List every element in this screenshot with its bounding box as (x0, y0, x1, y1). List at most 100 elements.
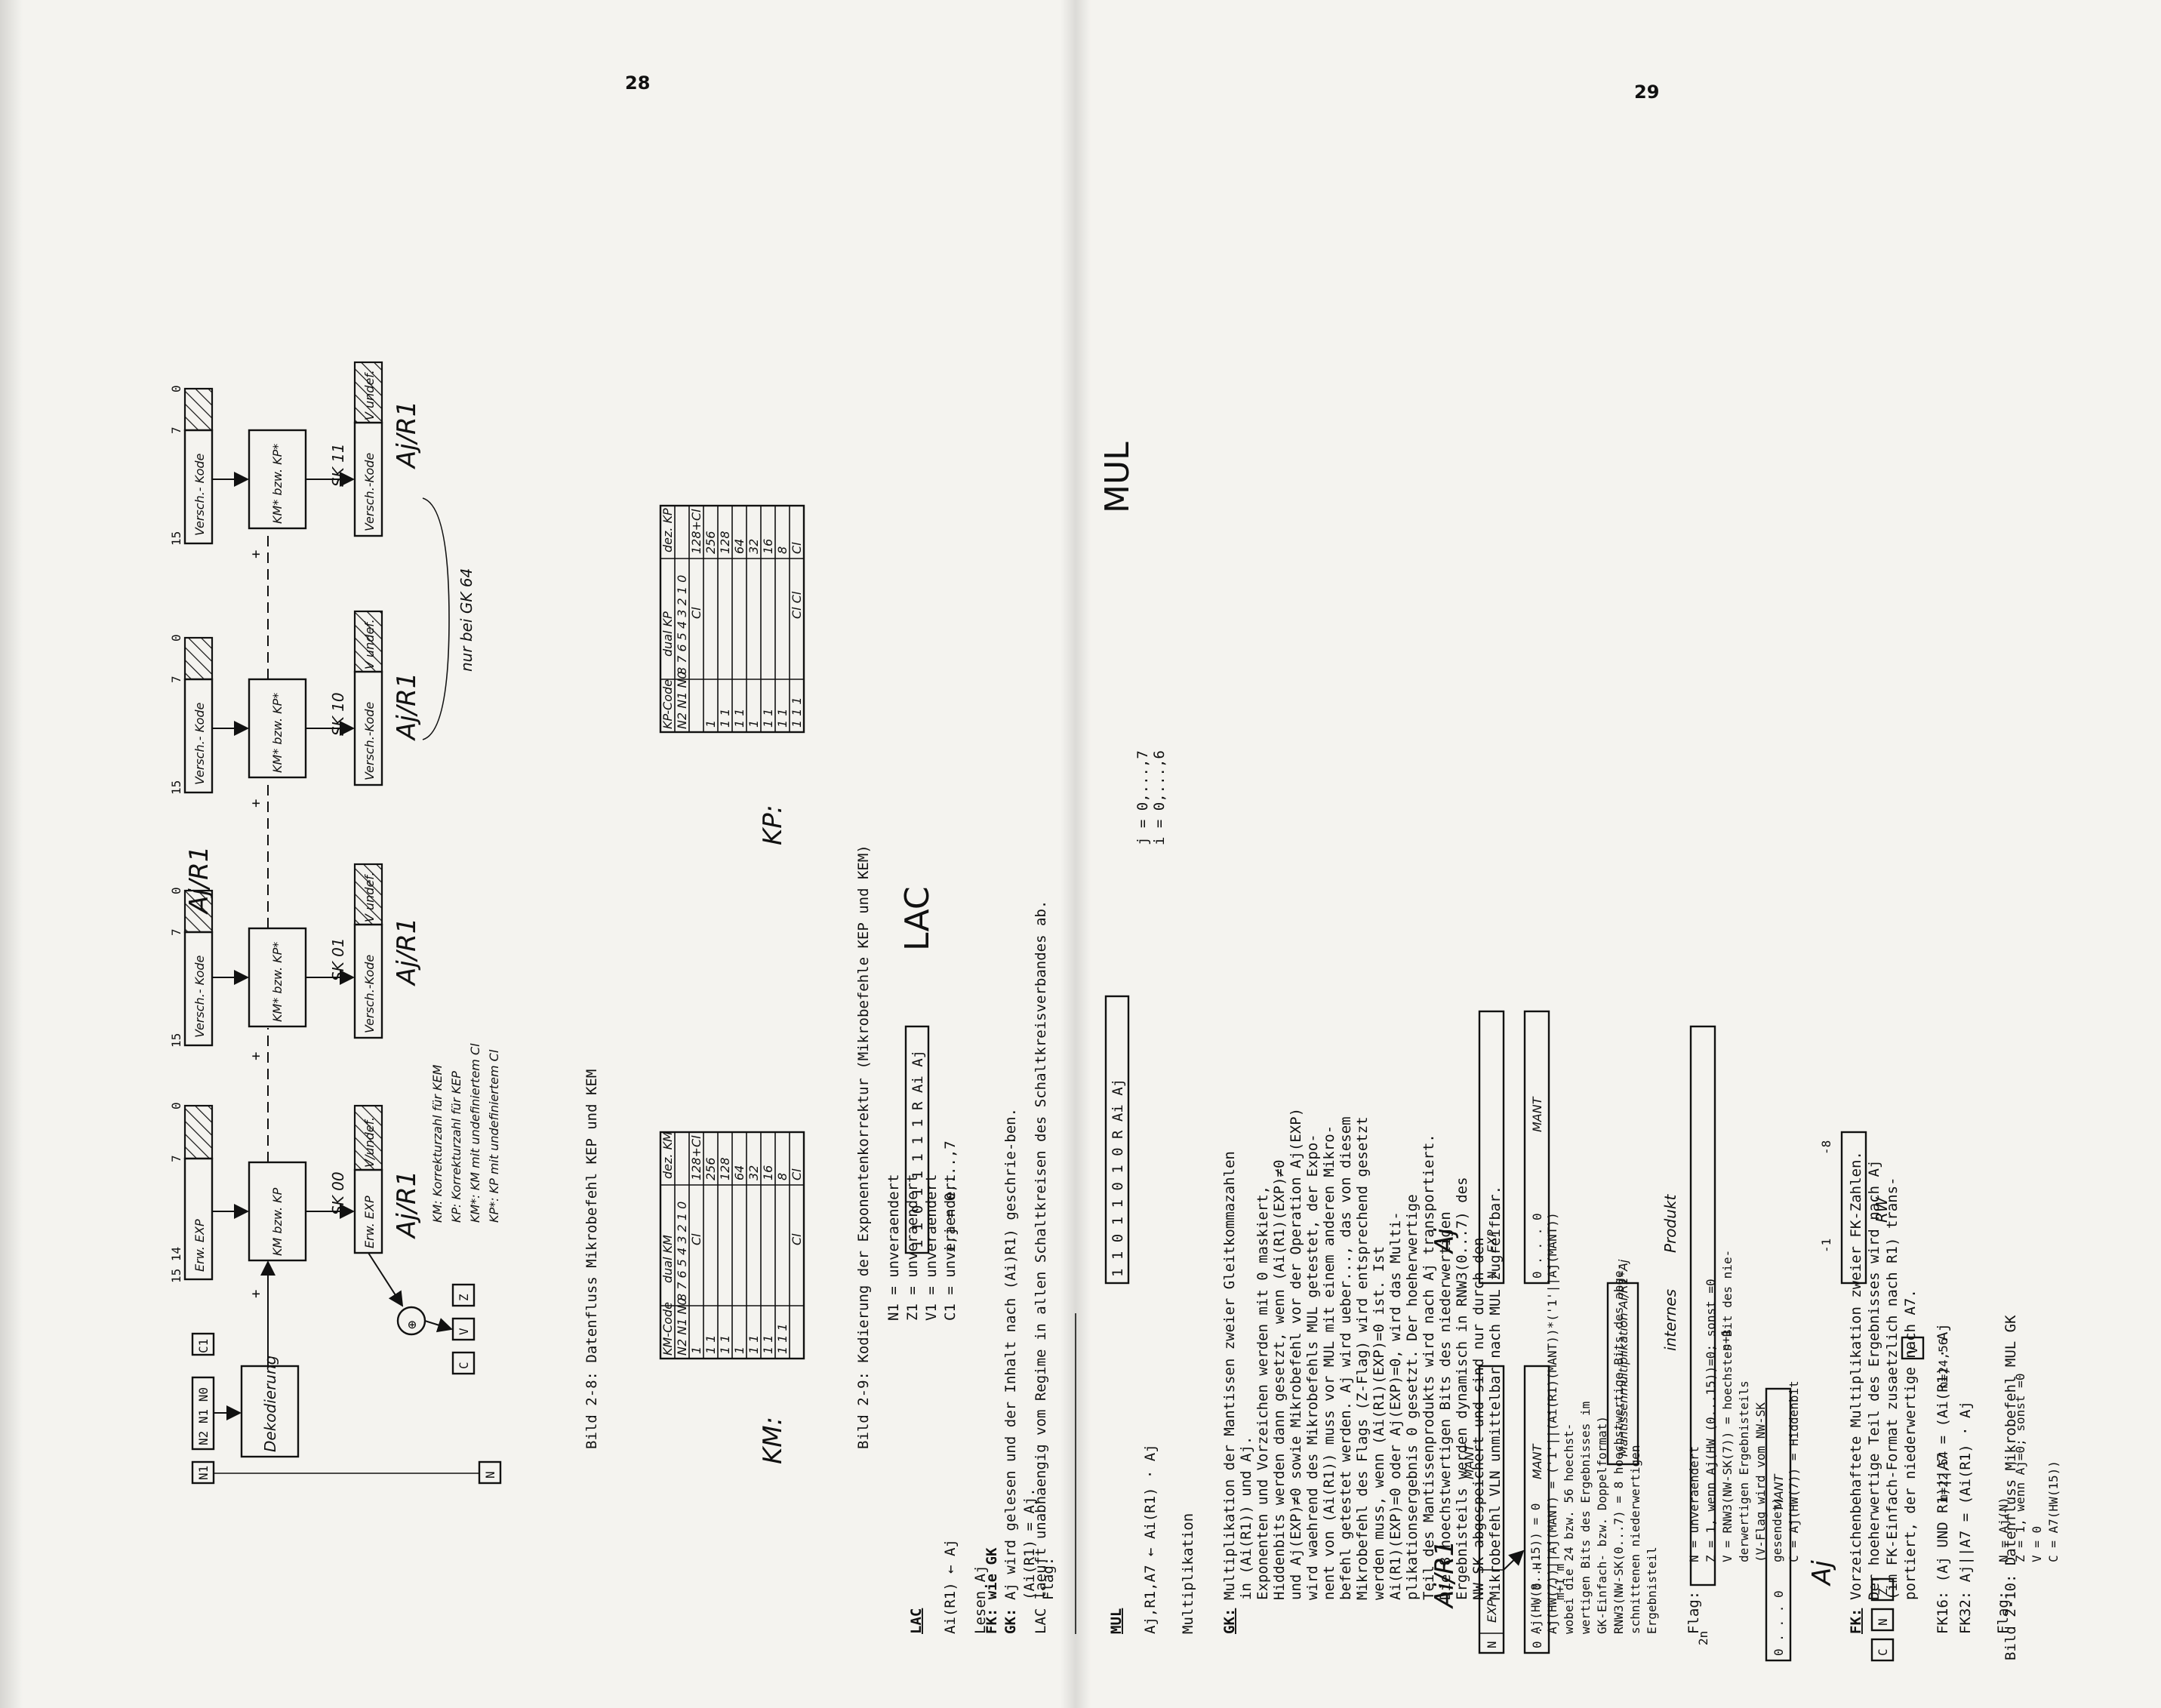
mul-gk-line: und Aj(EXP)≠0 sowie Mikrobefehl vor der … (1288, 1108, 1304, 1600)
km-h-dual: dual KM (660, 1235, 675, 1283)
page-number-left: 28 (625, 72, 651, 94)
aj-result-mant: MANT (1772, 1473, 1786, 1510)
right-page-rotated: MUL 1 1 0 1 1 0 1 0 R Ai Aj MUL Aj,R1,A7… (1079, 211, 2144, 1676)
b3-bottom-field: Versch.-Kode (362, 453, 377, 531)
lac-code: 1 1 0 1 1 1 1 1 R Ai Aj (910, 1050, 926, 1248)
table-row-code: 1 (689, 1346, 703, 1354)
b0-plus: + (248, 1290, 264, 1298)
mul-gk-line: Mikrobefehl VLN unmittelbar nach MUL zug… (1487, 1186, 1504, 1600)
mul-gk-head: GK: (1221, 1608, 1238, 1634)
table-row-code: 1 1 (703, 1335, 718, 1354)
mul-fk32: FK32: Aj||A7 = (Ai(R1) ⋅ Aj (1957, 1401, 1974, 1634)
table-row-dez: 128+Cl (689, 509, 703, 554)
mul-eq-line: Ergebnisteil (1645, 1546, 1659, 1634)
b1-bit7: 7 (169, 928, 183, 936)
b3-sk: SK 11 (329, 443, 347, 487)
kp-h-code: KP-Code (660, 679, 675, 729)
figure-2-9: KM: KM-Code dual KM dez. KM N2 N1 N0 8 7… (659, 504, 805, 1464)
mul-fk-head: FK: (1848, 1608, 1864, 1634)
b0-km: KM bzw. KP (270, 1187, 285, 1256)
table-row-dez: 64 (732, 539, 746, 554)
oplus-symbol: ⊕ (404, 1321, 420, 1329)
b1-plus: + (248, 1052, 264, 1060)
flag-n-bottom: N (483, 1471, 497, 1479)
table-row-code: 1 (732, 1346, 746, 1354)
lac-transfer: Ai(R1) ← Aj (942, 1539, 959, 1634)
rw-label: RW (1873, 1196, 1891, 1223)
lac-flag-list: N1 = unveraendert Z1 = unveraendert V1 =… (885, 900, 1076, 1634)
lac-big: LAC (898, 886, 937, 951)
b0-sk: SK 00 (329, 1171, 347, 1215)
label-minus1: -1 (1819, 1239, 1833, 1253)
lac-flag-c: C1 = unveraendert (942, 1174, 959, 1321)
table-row-code: 1 1 (746, 1335, 761, 1354)
lac-note: LAC laeuft unabhaengig vom Regime in all… (1033, 900, 1049, 1634)
kp-label: KP: (758, 805, 788, 845)
table-row-code: 1 (703, 720, 718, 728)
b2-bit15: 15 (169, 780, 183, 795)
product-register (1689, 1025, 1716, 1586)
b2-bit7: 7 (169, 676, 183, 683)
mul-transfer: Aj,R1,A7 ← Ai(R1) ⋅ Aj (1142, 1444, 1159, 1634)
ai-exp: EXP (1485, 1599, 1499, 1623)
table-row-dez: 128 (718, 1157, 732, 1180)
table-row-dez: 32 (746, 1165, 761, 1180)
table-row-code: 1 1 (718, 709, 732, 728)
lac-name: Lesen Aj (972, 1565, 989, 1634)
mul-fk-line: Vorzeichenbehaftete Multiplikation zweie… (1848, 1151, 1864, 1600)
aj-result-zero: 0 . . . 0 (1772, 1590, 1786, 1656)
b0-bit0: 0 (169, 1102, 183, 1109)
aj-exp: EXP (1485, 1229, 1499, 1253)
km-table: KM-Code dual KM dez. KM N2 N1 N0 8 7 6 5… (659, 1131, 805, 1360)
block-sk11: Versch.- Kode 15 7 0 KM* bzw. KP* + SK 1… (169, 361, 422, 679)
mul-section: MUL 1 1 0 1 1 0 1 0 R Ai Aj MUL Aj,R1,A7… (1098, 442, 2061, 1634)
km-h-dez: dez. KM (660, 1131, 675, 1179)
lac-flag: Flag: (1040, 1557, 1057, 1600)
mul-gk-line: Ergebnisteils werden dynamisch in RNW3(0… (1454, 1177, 1470, 1600)
b1-bit15: 15 (169, 1033, 183, 1048)
lac-range: i,j = 0,...,7 (942, 1140, 959, 1253)
mult-box-label: Mantissenmultiplikation Ai/R1*Aj (1616, 1259, 1630, 1457)
block-sk10: Versch.- Kode 15 7 0 KM* bzw. KP* + SK 1… (169, 610, 422, 928)
mul-gk-line: Die 8 hoechstwertigen Bits des niederwer… (1437, 1211, 1454, 1600)
mul-range1: j = 0,...,7 (1134, 750, 1151, 845)
aj-n: N (1485, 1271, 1499, 1279)
ai-mant2: MANT (1530, 1443, 1544, 1479)
b0-top-field: Erw. EXP (192, 1219, 207, 1272)
aj-zero: 0 . . . 0 (1530, 1213, 1544, 1279)
b2-km: KM* bzw. KP* (270, 693, 285, 773)
b2-bottom-hatch: V undef. (362, 619, 377, 669)
lac-gk-eq: (Ai(R1) = Aj. (1021, 1488, 1038, 1600)
table-row-dez: 8 (775, 1173, 790, 1180)
produkt-label: Produkt (1661, 1194, 1679, 1253)
fig210-aj-label: Aj (1430, 1228, 1460, 1254)
mul-fk-lines: Vorzeichenbehaftete Multiplikation zweie… (1848, 1151, 1919, 1600)
km-h-code: KM-Code (660, 1302, 675, 1356)
mul-code: 1 1 0 1 1 0 1 0 R Ai Aj (1110, 1079, 1126, 1277)
mul-name: Multiplikation (1180, 1513, 1196, 1634)
page-number-right: 29 (1634, 82, 1660, 103)
b3-bit15: 15 (169, 531, 183, 546)
km-label: KM: (758, 1417, 788, 1464)
b1-bit0: 0 (169, 887, 183, 894)
mul-gk-line: Mikrobefehl des Flags (Z-Flag) wird ents… (1354, 1116, 1371, 1600)
block-sk01: Versch.- Kode 15 7 0 KM* bzw. KP* + SK 0… (169, 863, 422, 1162)
b2-bottom-field: Versch.-Kode (362, 702, 377, 780)
lac-gk-head: GK: (1002, 1608, 1019, 1634)
kp-h-dez: dez. KP (660, 508, 675, 552)
mul-gk-line: befehl getestet werden. Aj wird ueber...… (1338, 1116, 1354, 1600)
flag-n-bottom-box (478, 1460, 502, 1485)
kp-h-dual: dual KP (660, 611, 675, 657)
ai-h: H (1530, 1562, 1544, 1570)
lac-section: LAC 1 1 0 1 1 1 1 1 R Ai Aj LAC Ai(R1) ←… (898, 886, 1057, 1634)
mul-fk-line: portiert, der niederwertige nach A7. (1902, 1289, 1919, 1600)
left-page-rotated: Aj/R1 N1 N2 N1 N0 C1 Dekodierung N Erw. … (162, 211, 1060, 1676)
table-row-dual: Cl (689, 607, 703, 619)
mul-flag-line: (V-Flag wird vom NW-SK (1753, 1402, 1768, 1562)
mul-gk-line: Teil des Mantissenprodukts wird nach Aj … (1421, 1134, 1437, 1600)
table-row-code: 1 (746, 720, 761, 728)
ai-mant: MANT (1462, 1443, 1476, 1479)
aj-result-register (1765, 1387, 1792, 1662)
